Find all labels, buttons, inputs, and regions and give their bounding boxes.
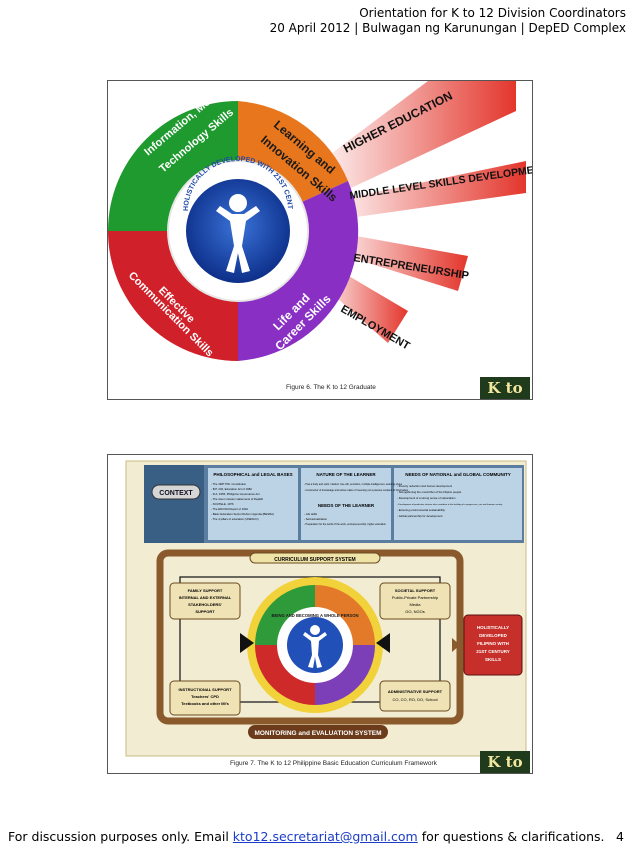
col2b-title: NEEDS OF THE LEARNER [318,503,375,508]
col1-item-6: - The EDCOM Report of 1991 [211,507,248,511]
administrative-support-1: ADMINISTRATIVE SUPPORT [388,689,443,694]
ray-middle-level [323,161,526,221]
learner-wheel [247,577,383,713]
col3-item-2: - Strengthening the moral fiber of the F… [397,490,462,494]
context-label: CONTEXT [159,490,193,497]
k12-badge: K to 12 [480,751,530,773]
figure-6-caption: Figure 6. The K to 12 Graduate [286,384,376,391]
family-support-2: INTERNAL AND EXTERNAL [179,595,232,600]
col2b-item-1: - Life skills [304,512,318,516]
figure-6-slide: Information, Media and Technology Skills… [107,80,533,400]
outcome-5: SKILLS [485,657,501,662]
instructional-support-2: Teachers' CPD [191,694,219,699]
outcome-box [463,614,523,676]
family-support-3: STAKEHOLDERS' [188,602,222,607]
outcome-1: HOLISTICALLY [477,625,509,630]
monitoring-label: MONITORING and EVALUATION SYSTEM [254,730,381,737]
col2-item-2: - Constructor of knowledge and active ma… [304,489,409,492]
page-number: 4 [616,829,624,844]
col2b-item-2: - Self-actualization [304,517,327,521]
col1-item-2: - B.P. 232, Education Act of 1982 [211,487,252,491]
outcome-3: FILIPINO WITH [477,641,509,646]
person-icon [303,625,327,668]
outcome-4: 21ST CENTURY [476,649,510,654]
page-header: Orientation for K to 12 Division Coordin… [270,6,626,36]
col2b-item-3: - Preparation for the world of the work,… [304,523,387,526]
societal-support-4: GO, NGOs [405,609,425,614]
skills-wheel [108,101,359,361]
footer-prefix: For discussion purposes only. Email [8,829,233,844]
ray-entrepreneurship [323,231,468,291]
curriculum-framework-diagram: CONTEXT CURRICULUM SUPPORT SYSTEM [108,455,532,773]
family-support-box [169,582,241,620]
col1-item-1: - The 1987 Phil. Constitution [211,482,247,486]
societal-support-box [379,582,451,620]
family-support-4: SUPPORT [195,609,215,614]
header-subtitle: 20 April 2012 | Bulwagan ng Karunungan |… [269,21,626,35]
footer-email-link[interactable]: kto12.secretariat@gmail.com [232,829,418,844]
col2-item-1: - Has a body and spirit, intellect, free… [304,483,403,486]
administrative-support-box [379,680,451,712]
col2-title: NATURE OF THE LEARNER [316,472,376,477]
outcome-rays [308,81,526,343]
societal-support-2: Public-Private Partnership [392,595,439,600]
figure-7-caption: Figure 7. The K to 12 Philippine Basic E… [230,760,437,767]
instructional-support-3: Textbooks and other IM's [181,701,230,706]
col1-item-7: - Basic Education Sector Reform Agenda (… [211,512,274,516]
col1-item-8: - The 4 pillars of education (UNESCO) [211,517,259,521]
person-icon [216,194,260,273]
family-support-1: FAMILY SUPPORT [188,588,223,593]
col3-item-6: - Global partnership for development [397,514,443,518]
context-label-box [151,484,201,500]
k12-badge: K to 12 [480,377,530,399]
col1-title: PHILOSOPHICAL and LEGAL BASES [213,472,292,477]
center-ring-text: BEING AND BECOMING A WHOLE PERSON [271,613,358,618]
page-footer: For discussion purposes only. Email kto1… [8,829,605,844]
col3-item-1: - Poverty reduction and human developmen… [397,484,452,488]
col3-item-3: - Development of a strong sense of natio… [397,496,456,500]
ray-higher-education [308,81,516,201]
curriculum-support-label: CURRICULUM SUPPORT SYSTEM [274,557,355,563]
societal-support-1: SOCIETAL SUPPORT [395,588,436,593]
instructional-support-1: INSTRUCTIONAL SUPPORT [178,687,232,692]
col1-item-3: - R.A. 9155, Philippine Governance Act [211,492,260,496]
col3-item-5: - Ensuring environmental sustainability [397,508,445,512]
header-title: Orientation for K to 12 Division Coordin… [359,6,626,20]
monitoring-bar [248,725,388,739]
figure-7-slide: CONTEXT CURRICULUM SUPPORT SYSTEM [107,454,533,774]
societal-support-3: Media [410,602,422,607]
administrative-support-2: CO, CO, RO, DO, School [392,697,437,702]
col1-item-5: - SOUTELE, 1976 [211,502,234,506]
outcome-2: DEVELOPED [479,633,508,638]
k12-graduate-diagram: Information, Media and Technology Skills… [108,81,532,361]
context-left [144,465,204,543]
footer-suffix: for questions & clarifications. [417,829,605,844]
col3-item-4: - Development of productive citizens who… [397,503,503,506]
col1-item-4: - The vision mission statements of DepED [211,497,263,501]
instructional-support-box [169,680,241,716]
col3-title: NEEDS OF NATIONAL and GLOBAL COMMUNITY [405,472,511,477]
